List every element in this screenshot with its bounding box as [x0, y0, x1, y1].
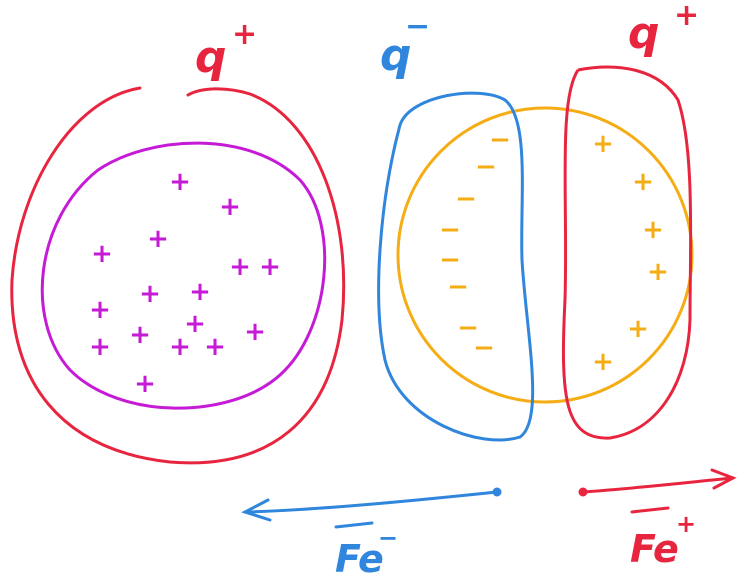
plus-sign: + — [642, 215, 664, 245]
plus-sign: + — [219, 192, 241, 222]
plus-sign: + — [147, 224, 169, 254]
left-charge-label: q + — [195, 17, 257, 83]
svg-text:+: + — [674, 0, 699, 33]
left-positive-charges: ++++++++++++++++ — [89, 167, 281, 399]
plus-sign: + — [184, 309, 206, 339]
plus-sign: + — [204, 332, 226, 362]
minus-sign: − — [439, 215, 461, 245]
plus-sign: + — [647, 257, 669, 287]
minus-sign: − — [457, 313, 479, 343]
induced-positive-charges: + + + + + + — [592, 129, 669, 377]
plus-sign: + — [259, 252, 281, 282]
svg-text:q: q — [380, 30, 412, 81]
plus-sign: + — [134, 369, 156, 399]
force-left-arrow — [241, 487, 502, 522]
induced-negative-charges: −−−−−−−− — [439, 125, 511, 363]
plus-sign: + — [627, 314, 649, 344]
middle-charge-label: q − — [380, 9, 430, 81]
plus-sign: + — [129, 320, 151, 350]
plus-sign: + — [229, 252, 251, 282]
svg-text:+: + — [232, 17, 257, 52]
minus-sign: − — [473, 333, 495, 363]
svg-text:−: − — [378, 524, 398, 552]
left-inner-sphere — [40, 141, 327, 410]
force-left-label: Fe − — [334, 521, 398, 581]
plus-sign: + — [91, 239, 113, 269]
plus-sign: + — [592, 347, 614, 377]
plus-sign: + — [244, 317, 266, 347]
minus-sign: − — [447, 272, 469, 302]
svg-text:q: q — [195, 32, 227, 83]
force-right-label: Fe + — [630, 506, 696, 571]
minus-sign: − — [455, 184, 477, 214]
plus-sign: + — [139, 279, 161, 309]
svg-text:+: + — [676, 510, 696, 538]
svg-text:Fe: Fe — [335, 537, 384, 581]
left-outer-boundary — [10, 86, 346, 465]
plus-sign: + — [89, 332, 111, 362]
plus-sign: + — [169, 332, 191, 362]
plus-sign: + — [592, 129, 614, 159]
plus-sign: + — [169, 167, 191, 197]
minus-sign: − — [475, 152, 497, 182]
middle-blue-boundary — [377, 91, 535, 442]
right-charge-label: q + — [628, 0, 699, 59]
plus-sign: + — [189, 277, 211, 307]
plus-sign: + — [632, 167, 654, 197]
svg-text:Fe: Fe — [630, 527, 679, 571]
force-right-arrow — [578, 468, 737, 497]
plus-sign: + — [89, 295, 111, 325]
svg-text:−: − — [405, 9, 430, 44]
svg-text:q: q — [628, 8, 660, 59]
right-red-boundary — [561, 65, 693, 440]
minus-sign: − — [439, 245, 461, 275]
minus-sign: − — [489, 125, 511, 155]
